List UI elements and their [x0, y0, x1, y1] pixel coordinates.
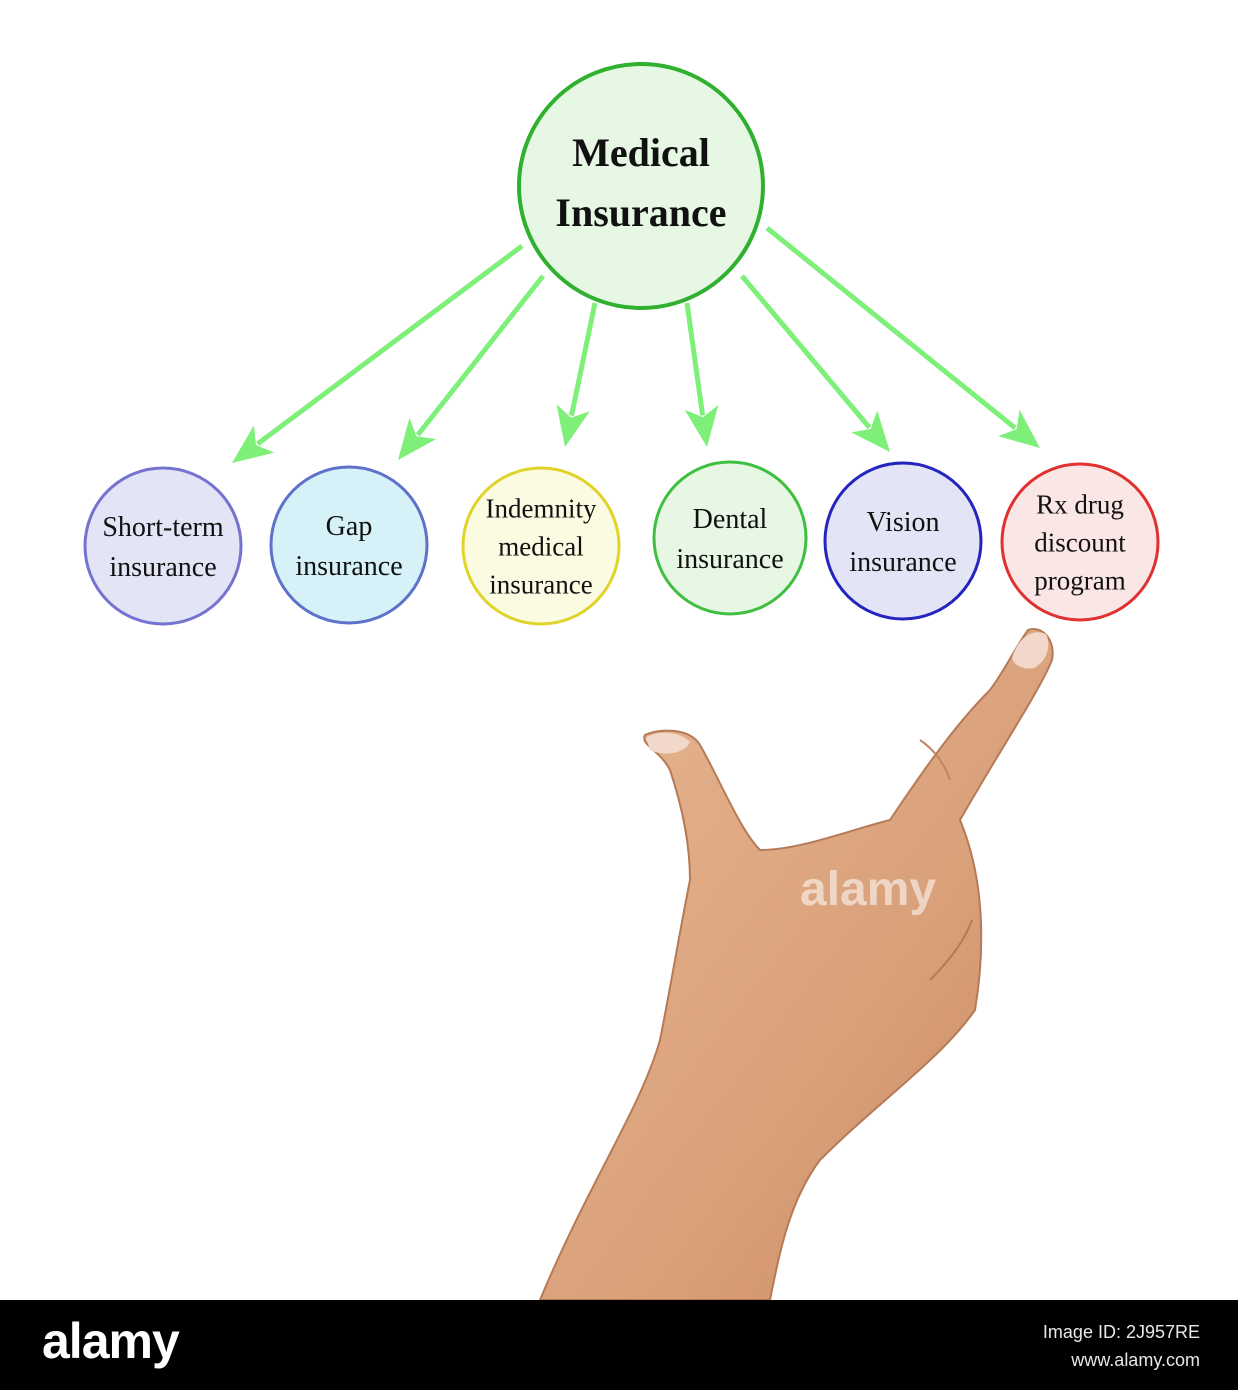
child-label-3-line-3: insurance	[489, 569, 592, 599]
arrow-line-2	[415, 274, 545, 437]
arrow-line-5	[740, 274, 872, 430]
arrow-head-4	[684, 405, 719, 447]
root-label-line-1: Medical	[572, 130, 710, 175]
image-id: Image ID: 2J957RE	[1042, 1322, 1200, 1342]
child-circle-2	[269, 465, 429, 625]
child-node-6: Rx drug discount program	[1000, 462, 1160, 622]
root-circle	[517, 62, 765, 310]
footer-bar: alamy Image ID: 2J957RE www.alamy.com	[0, 1300, 1238, 1390]
child-circle-6	[1000, 462, 1160, 622]
watermark-text: alamy	[800, 863, 936, 916]
child-label-1-line-2: insurance	[109, 552, 216, 583]
child-node-1: Short-term insurance	[83, 466, 243, 626]
image-info: Image ID: 2J957RE www.alamy.com	[1043, 1318, 1200, 1374]
child-node-2: Gap insurance	[269, 465, 429, 625]
arrow-head-5	[851, 410, 890, 452]
arrow-line-6	[765, 226, 1017, 430]
child-circle-3	[461, 466, 621, 626]
child-label-3-line-1: Indemnity	[486, 493, 597, 523]
root-label-line-2: Insurance	[555, 190, 726, 235]
child-circle-4	[652, 460, 808, 616]
child-nodes-group: Short-terminsuranceGapinsuranceIndemnity…	[83, 460, 1160, 626]
arrow-line-4	[684, 302, 706, 416]
child-node-5: Vision insurance	[823, 461, 983, 621]
arrow-head-1	[232, 425, 275, 463]
arrow-head-2	[398, 418, 437, 460]
child-label-5-line-1: Vision	[867, 507, 940, 538]
child-circle-5	[823, 461, 983, 621]
child-label-5-line-2: insurance	[849, 547, 956, 578]
child-label-6-line-2: discount	[1034, 527, 1126, 557]
child-label-6-line-1: Rx drug	[1036, 489, 1124, 519]
arrow-head-6	[998, 409, 1040, 448]
child-node-4: Dental insurance	[652, 460, 808, 616]
child-label-6-line-3: program	[1034, 565, 1125, 595]
child-label-2-line-2: insurance	[295, 551, 402, 582]
child-label-4-line-2: insurance	[676, 544, 783, 575]
pointing-hand-image	[538, 628, 1054, 1300]
child-circle-1	[83, 466, 243, 626]
arrow-line-1	[256, 243, 524, 446]
child-label-2-line-1: Gap	[326, 511, 373, 542]
alamy-logo: alamy	[42, 1313, 180, 1369]
child-label-1-line-1: Short-term	[102, 512, 224, 543]
child-label-4-line-1: Dental	[693, 504, 768, 535]
arrow-head-3	[556, 404, 590, 447]
child-label-3-line-2: medical	[498, 531, 583, 561]
arrow-line-3	[569, 302, 598, 417]
site-url: www.alamy.com	[1071, 1350, 1200, 1370]
diagram-svg: Medical Insurance Short-terminsuranceGap…	[83, 62, 1160, 1300]
child-node-3: Indemnity medical insurance	[461, 466, 621, 626]
arrows-group	[232, 226, 1040, 463]
root-node: Medical Insurance	[517, 62, 765, 310]
